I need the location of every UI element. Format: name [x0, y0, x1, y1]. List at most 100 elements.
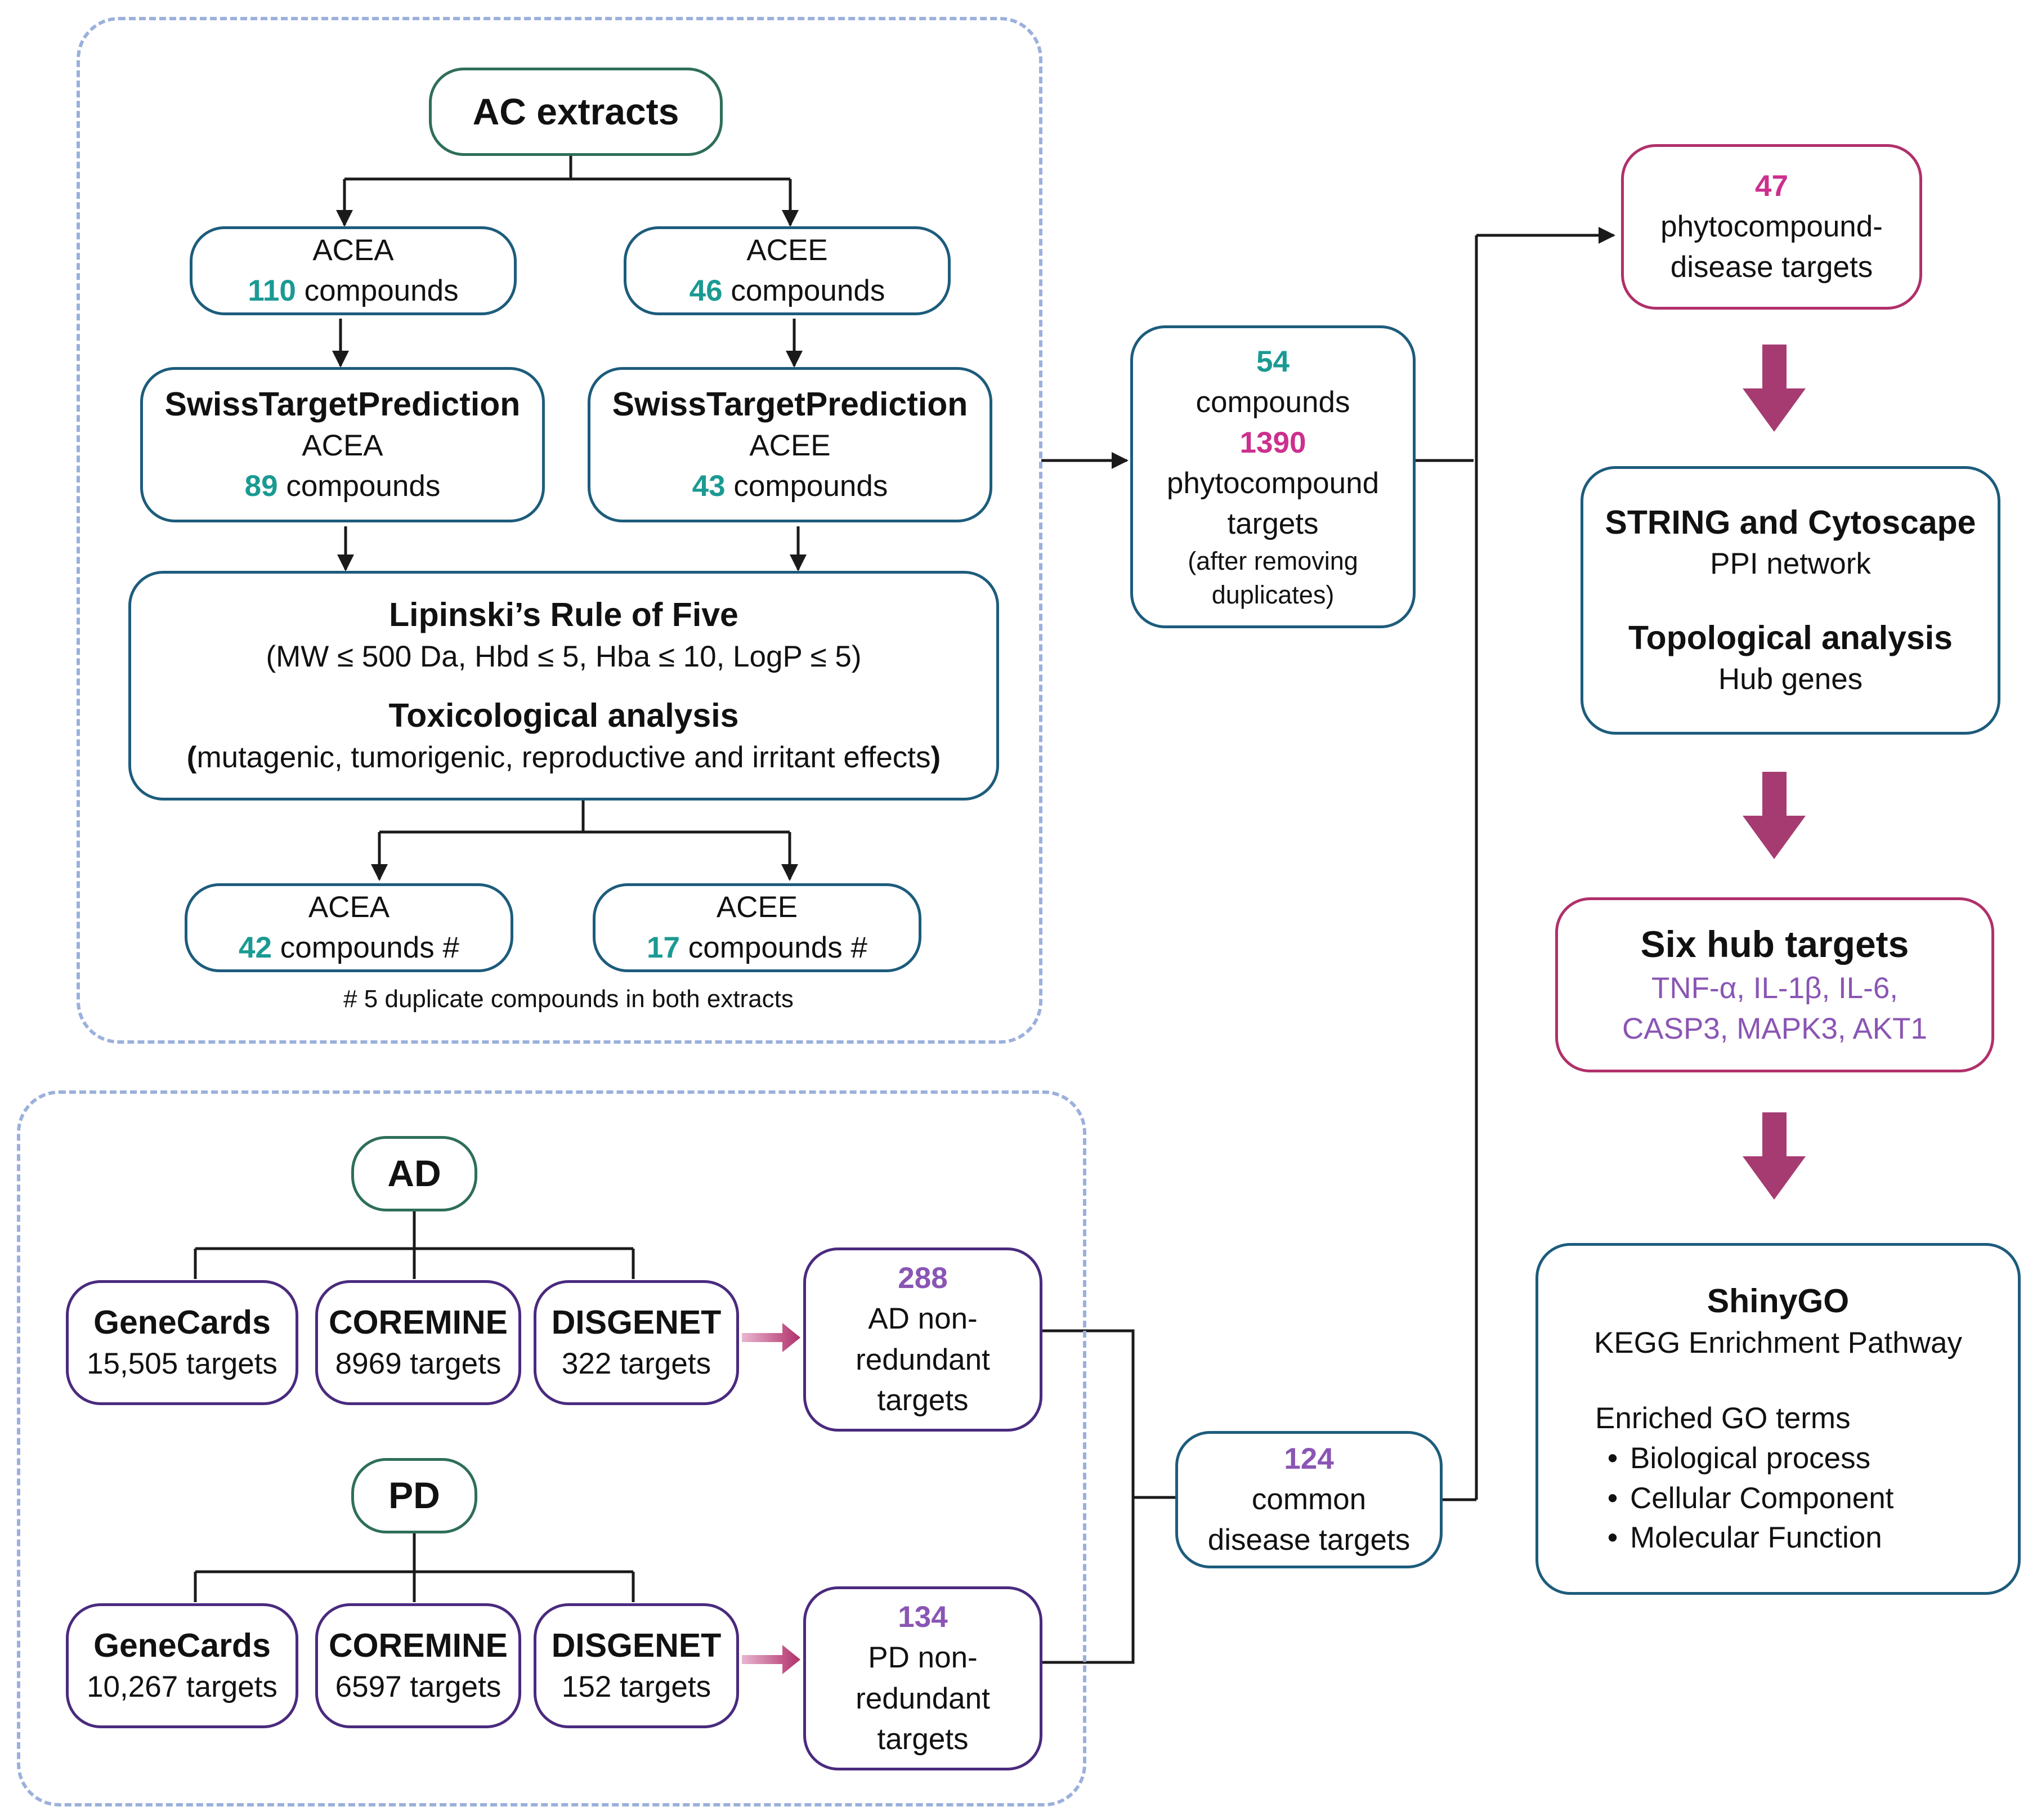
- pd-coremine-node: COREMINE 6597 targets: [315, 1603, 521, 1728]
- pd-result-line-3: targets: [877, 1722, 969, 1756]
- pd-disgenet-targets: 152 targets: [561, 1670, 711, 1704]
- go-term-molecular-function: Molecular Function: [1595, 1518, 1961, 1558]
- network-analysis-node: STRING and Cytoscape PPI network Topolog…: [1581, 466, 2000, 735]
- ad-result-line-1: AD non-: [868, 1302, 978, 1336]
- final-acee-node: ACEE 17 compounds #: [593, 883, 921, 972]
- final-acea-name: ACEA: [308, 890, 390, 924]
- final-acea-count-line: 42 compounds #: [239, 928, 459, 968]
- lipinski-title: Lipinski’s Rule of Five: [389, 596, 738, 634]
- ad-genecards-node: GeneCards 15,505 targets: [66, 1280, 298, 1405]
- network-sub-1: PPI network: [1710, 547, 1871, 581]
- network-title-2: Topological analysis: [1628, 619, 1953, 656]
- ad-result-node: 288 AD non- redundant targets: [803, 1247, 1042, 1432]
- ac-extracts-label: AC extracts: [472, 90, 679, 132]
- swiss-acea-title: SwissTargetPrediction: [164, 385, 521, 423]
- shinygo-title: ShinyGO: [1707, 1282, 1850, 1320]
- hub-targets-title: Six hub targets: [1640, 923, 1909, 965]
- go-term-list: Biological process Cellular Component Mo…: [1595, 1439, 1961, 1558]
- pd-result-count: 134: [898, 1600, 948, 1634]
- pd-disgenet-name: DISGENET: [551, 1626, 722, 1664]
- acee-node: ACEE 46 compounds: [624, 226, 951, 315]
- pd-genecards-node: GeneCards 10,267 targets: [66, 1603, 298, 1728]
- shinygo-subtitle: KEGG Enrichment Pathway: [1594, 1326, 1962, 1360]
- network-title-1: STRING and Cytoscape: [1605, 503, 1976, 541]
- filter-node: Lipinski’s Rule of Five (MW ≤ 500 Da, Hb…: [128, 571, 999, 801]
- pd-node: PD: [351, 1458, 477, 1533]
- ad-result-line-3: targets: [877, 1383, 969, 1417]
- acea-name: ACEA: [312, 233, 394, 267]
- merged-compounds-node: 54 compounds 1390 phytocompound targets …: [1130, 325, 1416, 628]
- arrow-ad-sources-to-result: [742, 1323, 800, 1352]
- pd-result-line-1: PD non-: [868, 1641, 978, 1675]
- merged-target-label-2: targets: [1227, 507, 1319, 540]
- common-targets-node: 124 common disease targets: [1175, 1431, 1443, 1568]
- final-acea-count: 42: [239, 931, 272, 964]
- tox-criteria-line: (mutagenic, tumorigenic, reproductive an…: [187, 737, 941, 778]
- swiss-acea-count: 89: [244, 469, 278, 503]
- disease-group: [17, 1090, 1086, 1806]
- final-acee-count-line: 17 compounds #: [647, 928, 867, 968]
- acee-count: 46: [689, 274, 723, 307]
- ad-result-count: 288: [898, 1262, 948, 1295]
- ad-genecards-targets: 15,505 targets: [87, 1347, 277, 1381]
- tox-close-paren: ): [930, 740, 941, 774]
- hub-targets-node: Six hub targets TNF-α, IL-1β, IL-6, CASP…: [1555, 897, 1994, 1072]
- tox-open-paren: (: [186, 740, 197, 774]
- shinygo-node: ShinyGO KEGG Enrichment Pathway Enriched…: [1535, 1243, 2021, 1595]
- pd-genecards-targets: 10,267 targets: [87, 1670, 277, 1704]
- ad-disgenet-targets: 322 targets: [561, 1347, 711, 1381]
- common-line-1: common: [1251, 1482, 1367, 1516]
- merged-target-count: 1390: [1239, 426, 1306, 459]
- ad-disgenet-name: DISGENET: [551, 1303, 722, 1341]
- ad-coremine-targets: 8969 targets: [335, 1347, 502, 1381]
- swiss-acee-count: 43: [692, 469, 726, 503]
- pd-disgenet-node: DISGENET 152 targets: [534, 1603, 739, 1728]
- go-term-cellular-component: Cellular Component: [1595, 1479, 1961, 1518]
- merged-note-2: duplicates): [1211, 580, 1335, 610]
- final-acee-count: 17: [647, 931, 680, 964]
- swiss-acee-name: ACEE: [749, 429, 831, 463]
- pd-coremine-targets: 6597 targets: [335, 1670, 502, 1704]
- swiss-acea-unit: compounds: [286, 469, 441, 503]
- acea-unit: compounds: [304, 274, 459, 307]
- final-acea-node: ACEA 42 compounds #: [185, 883, 513, 972]
- swiss-acea-node: SwissTargetPrediction ACEA 89 compounds: [140, 367, 545, 522]
- acea-count-line: 110 compounds: [248, 271, 458, 311]
- hub-genes-line-2: CASP3, MAPK3, AKT1: [1622, 1012, 1927, 1046]
- acee-count-line: 46 compounds: [690, 271, 885, 311]
- ad-disgenet-node: DISGENET 322 targets: [534, 1280, 739, 1405]
- tox-criteria: mutagenic, tumorigenic, reproductive and…: [196, 740, 931, 774]
- tox-title: Toxicological analysis: [388, 697, 739, 734]
- network-sub-2: Hub genes: [1718, 663, 1863, 696]
- swiss-acee-unit: compounds: [733, 469, 888, 503]
- merged-note-1: (after removing: [1188, 546, 1358, 575]
- pd-genecards-name: GeneCards: [93, 1626, 271, 1664]
- ac-extracts-node: AC extracts: [429, 68, 723, 156]
- swiss-acee-title: SwissTargetPrediction: [612, 385, 968, 423]
- final-acee-name: ACEE: [716, 890, 798, 924]
- ad-coremine-name: COREMINE: [329, 1303, 508, 1341]
- phyto-disease-count: 47: [1755, 169, 1788, 203]
- ad-coremine-node: COREMINE 8969 targets: [315, 1280, 521, 1405]
- thick-arrow-network-to-hubs: [1743, 772, 1806, 859]
- acee-unit: compounds: [731, 274, 885, 307]
- swiss-acea-name: ACEA: [302, 429, 383, 463]
- merged-target-label-1: phytocompound: [1166, 466, 1380, 500]
- phyto-disease-line-2: disease targets: [1670, 251, 1873, 284]
- phyto-disease-line-1: phytocompound-: [1660, 209, 1883, 243]
- lipinski-criteria: (MW ≤ 500 Da, Hbd ≤ 5, Hba ≤ 10, LogP ≤ …: [266, 640, 862, 673]
- ad-result-line-2: redundant: [856, 1343, 990, 1376]
- ad-genecards-name: GeneCards: [93, 1303, 271, 1341]
- acee-name: ACEE: [746, 233, 828, 267]
- pd-result-node: 134 PD non- redundant targets: [803, 1586, 1042, 1770]
- swiss-acea-count-line: 89 compounds: [245, 466, 441, 507]
- extraction-group: [77, 17, 1042, 1044]
- pd-result-line-2: redundant: [856, 1682, 990, 1715]
- arrow-pd-sources-to-result: [742, 1645, 800, 1674]
- pd-coremine-name: COREMINE: [329, 1626, 508, 1664]
- hub-genes-line-1: TNF-α, IL-1β, IL-6,: [1651, 972, 1899, 1005]
- ad-label: AD: [387, 1152, 441, 1195]
- duplicate-footnote: # 5 duplicate compounds in both extracts: [343, 985, 794, 1013]
